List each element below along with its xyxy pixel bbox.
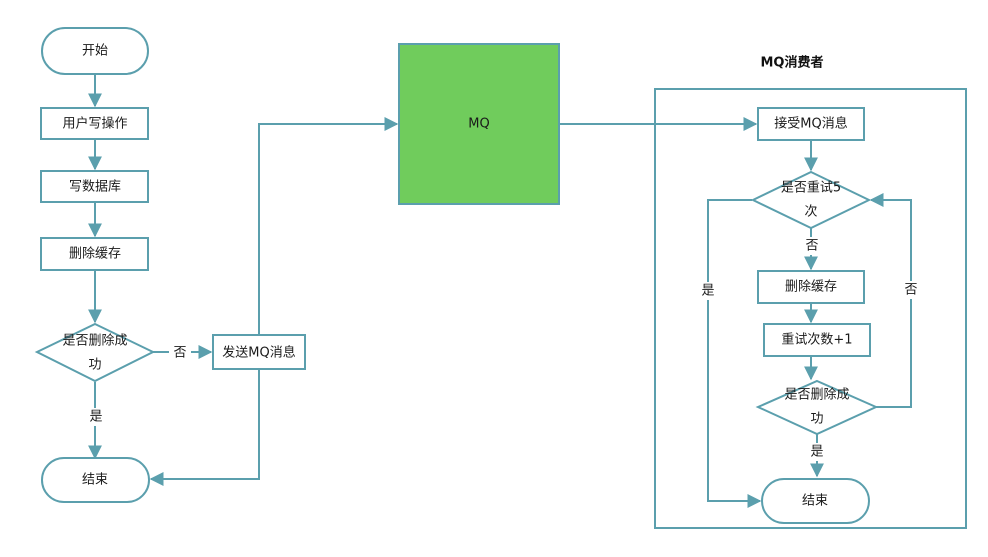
consumer-delete-cache-label: 删除缓存	[785, 280, 837, 295]
retry-yes-edge-label: 是	[701, 284, 714, 299]
user-write-box	[40, 107, 149, 140]
consumer-yes-edge-label: 是	[810, 445, 823, 460]
decision-label-line2: 功	[88, 358, 101, 373]
consumer-delete-cache-box	[757, 270, 865, 304]
consumer-decision-label-line1: 是否删除成	[784, 388, 849, 403]
mq-node: MQ	[398, 43, 758, 205]
start-label: 开始	[82, 44, 108, 59]
retry-count-label: 重试次数+1	[781, 332, 852, 348]
yes-edge-label: 是	[89, 410, 102, 425]
mq-box	[398, 43, 560, 205]
retry-check-decision	[750, 170, 872, 230]
retry-no-edge-label: 否	[805, 239, 818, 254]
start-terminal	[41, 27, 149, 75]
consumer-frame	[654, 88, 967, 529]
receive-mq-box	[757, 107, 865, 141]
consumer-yes-label-bg	[806, 443, 828, 461]
left-flow: 开始 用户写操作 写数据库 删除缓存 是否删除成 功 否 是 发送MQ消息 结束	[34, 27, 399, 503]
end-terminal	[41, 457, 150, 503]
send-mq-label: 发送MQ消息	[222, 345, 295, 361]
yes-label-bg	[85, 408, 107, 426]
receive-mq-label: 接受MQ消息	[774, 116, 847, 132]
delete-cache-box	[40, 237, 149, 271]
retry-count-box	[763, 323, 871, 357]
retry-check-label-line1: 是否重试5	[781, 180, 841, 196]
consumer-no-edge-label: 否	[904, 283, 917, 298]
mq-label: MQ	[468, 117, 489, 132]
consumer-delete-success-decision	[755, 379, 879, 436]
edge-decision-no-to-retry-check	[869, 193, 912, 408]
consumer-end-label: 结束	[802, 494, 828, 509]
consumer-end-terminal	[761, 478, 870, 524]
consumer-no-label-bg	[900, 281, 922, 299]
write-db-box	[40, 170, 149, 203]
delete-success-decision	[34, 322, 156, 383]
no-edge-label: 否	[173, 346, 186, 361]
consumer-title: MQ消费者	[761, 55, 824, 71]
consumer-flow: MQ消费者 接受MQ消息 是否重试5 次 否 是 删除缓存 重试次数+1 是否删…	[654, 55, 967, 529]
edge-send-mq-to-mq	[258, 117, 399, 334]
retry-no-label-bg	[801, 237, 823, 255]
retry-yes-label-bg	[697, 282, 719, 300]
consumer-decision-label-line2: 功	[810, 412, 823, 427]
send-mq-box	[212, 334, 306, 370]
no-label-bg	[169, 344, 191, 362]
edge-send-mq-to-end	[149, 370, 260, 486]
write-db-label: 写数据库	[69, 179, 121, 195]
retry-check-label-line2: 次	[804, 204, 817, 220]
end-label: 结束	[82, 473, 108, 488]
edge-retry-check-yes-to-end	[707, 199, 762, 508]
decision-label-line1: 是否删除成	[62, 334, 127, 349]
delete-cache-label: 删除缓存	[69, 247, 121, 262]
user-write-label: 用户写操作	[62, 116, 127, 132]
